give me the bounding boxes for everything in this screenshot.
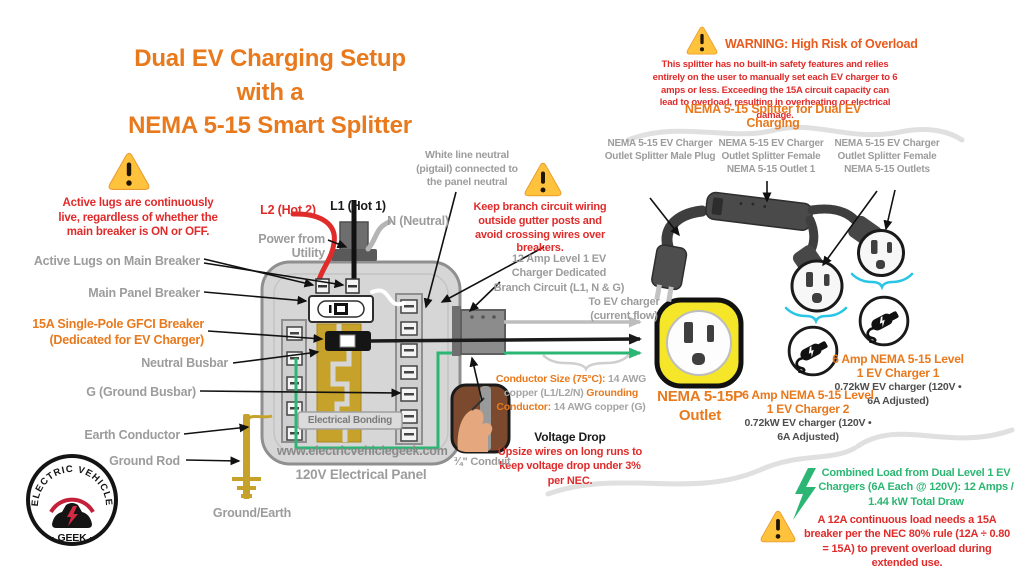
- label-conduit: ¾" Conduit: [453, 456, 511, 468]
- main-panel-breaker: [308, 295, 374, 323]
- label-main-panel-breaker: Main Panel Breaker: [88, 286, 200, 300]
- splitter-female-outlet-1: [790, 259, 844, 313]
- voltage-drop-title: Voltage Drop: [534, 430, 606, 444]
- page-title-line2: NEMA 5-15 Smart Splitter: [128, 112, 412, 140]
- branch-wiring-warning-text: Keep branch circuit wiring outside gutte…: [473, 201, 607, 255]
- label-ground-busbar: G (Ground Busbar): [86, 385, 196, 399]
- logo-red-arc: [49, 497, 95, 514]
- logo-bottom-text: · GEEK ·: [52, 532, 93, 544]
- nema-5-15p-outlet: [654, 297, 744, 389]
- label-active-lugs: Active Lugs on Main Breaker: [33, 254, 200, 268]
- branch-circuit-wires: [369, 316, 642, 359]
- label-white-neutral: White line neutral (pigtail) connected t…: [416, 149, 518, 189]
- combined-load-text: Combined Load from Dual Level 1 EV Charg…: [818, 467, 1014, 508]
- charger2-title: 6 Amp NEMA 5-15 Level 1 EV Charger 2: [742, 388, 874, 417]
- ev-geek-logo: ELECTRIC VEHICLE · GEEK ·: [26, 454, 118, 546]
- white-pigtail-wire: [370, 288, 406, 307]
- label-power-from-utility: Power from Utility: [258, 232, 325, 260]
- logo-lightning: [67, 506, 78, 526]
- label-neutral: N (Neutral): [387, 214, 449, 228]
- label-splitter-male: NEMA 5-15 EV Charger Outlet Splitter Mal…: [604, 138, 716, 162]
- label-gfci-breaker: 15A Single-Pole GFCI Breaker (Dedicated …: [20, 317, 204, 348]
- label-branch-circuit: 12 Amp Level 1 EV Charger Dedicated Bran…: [493, 253, 625, 294]
- charger1-title: 6 Amp NEMA 5-15 Level 1 EV Charger 1: [832, 352, 964, 381]
- conductor-size-value: 14 AWG copper (L1/L2/N): [503, 373, 647, 400]
- label-gfci-line2: (Dedicated for EV Charger): [49, 332, 204, 347]
- branch-conduit: [452, 306, 506, 356]
- right-breaker-column: [395, 293, 423, 445]
- splitter-female-outlet-2: [857, 229, 905, 277]
- warning-icon-active-lugs: [108, 152, 150, 190]
- cyan-braces: [784, 272, 914, 325]
- conductor-size-text: Conductor Size (75°C): 14 AWG copper (L1…: [492, 372, 650, 415]
- label-l2: L2 (Hot 2): [260, 203, 316, 217]
- label-splitter-outlets: NEMA 5-15 EV Charger Outlet Splitter Fem…: [834, 138, 940, 175]
- label-website: www.electricvehiclegeek.com: [277, 444, 448, 458]
- label-earth-conductor: Earth Conductor: [84, 428, 180, 442]
- label-ground-earth: Ground/Earth: [212, 506, 292, 520]
- main-breaker-lugs: [315, 278, 360, 294]
- grounding-conductor-label: Grounding Conductor:: [496, 387, 639, 414]
- overload-warning-body: This splitter has no built-in safety fea…: [652, 59, 898, 122]
- warning-icon-overload: [686, 26, 718, 55]
- label-bonding: Electrical Bonding: [307, 415, 393, 426]
- warning-icon-nec: [760, 510, 796, 543]
- splitter-heading: NEMA 5-15 Splitter for Dual EV Charging: [684, 102, 862, 130]
- page-title-line1: Dual EV Charging Setup with a: [134, 45, 406, 106]
- label-ground-rod: Ground Rod: [109, 454, 180, 468]
- label-to-ev-charger: To EV charger (current flow): [588, 296, 660, 323]
- wire-brace: [542, 354, 630, 372]
- label-gfci-line1: 15A Single-Pole GFCI Breaker: [32, 317, 204, 331]
- lightning-bolt-icon: [793, 468, 816, 520]
- grounding-electrode: [232, 414, 273, 499]
- electrical-panel: [260, 200, 504, 466]
- charger1-sub: 0.72kW EV charger (120V • 6A Adjusted): [834, 381, 962, 407]
- active-lugs-warning-text: Active lugs are continuously live, regar…: [58, 197, 218, 239]
- label-splitter-outlet1: NEMA 5-15 EV Charger Outlet Splitter Fem…: [718, 138, 824, 175]
- annotation-arrows: [183, 181, 896, 466]
- overload-warning-title: WARNING: High Risk of Overload: [725, 37, 918, 51]
- gfci-breaker: [321, 331, 371, 351]
- splitter-cable: [651, 191, 882, 303]
- label-panel-caption: 120V Electrical Panel: [295, 467, 427, 482]
- nec-warning-text: A 12A continuous load needs a 15A breake…: [803, 514, 1011, 569]
- page-title: Dual EV Charging Setup with a NEMA 5-15 …: [110, 42, 430, 143]
- decorative-swooshes: [545, 124, 1015, 497]
- conductor-size-label: Conductor Size (75°C):: [495, 373, 606, 385]
- label-neutral-busbar: Neutral Busbar: [141, 356, 228, 370]
- charger2-sub: 0.72kW EV charger (120V • 6A Adjusted): [744, 417, 872, 443]
- grounding-conductor-value: 14 AWG copper (G): [553, 401, 646, 414]
- voltage-drop-body: Upsize wires on long runs to keep voltag…: [497, 446, 643, 487]
- warning-icon-branch-wiring: [524, 162, 562, 197]
- neutral-wire: [365, 219, 392, 252]
- bonding-strip: [297, 411, 403, 430]
- label-l1: L1 (Hot 1): [330, 199, 386, 213]
- splitter-male-plug: [651, 244, 688, 303]
- ev-charger-1-icon: [858, 295, 910, 347]
- label-nema-outlet: NEMA 5-15P Outlet: [657, 388, 743, 424]
